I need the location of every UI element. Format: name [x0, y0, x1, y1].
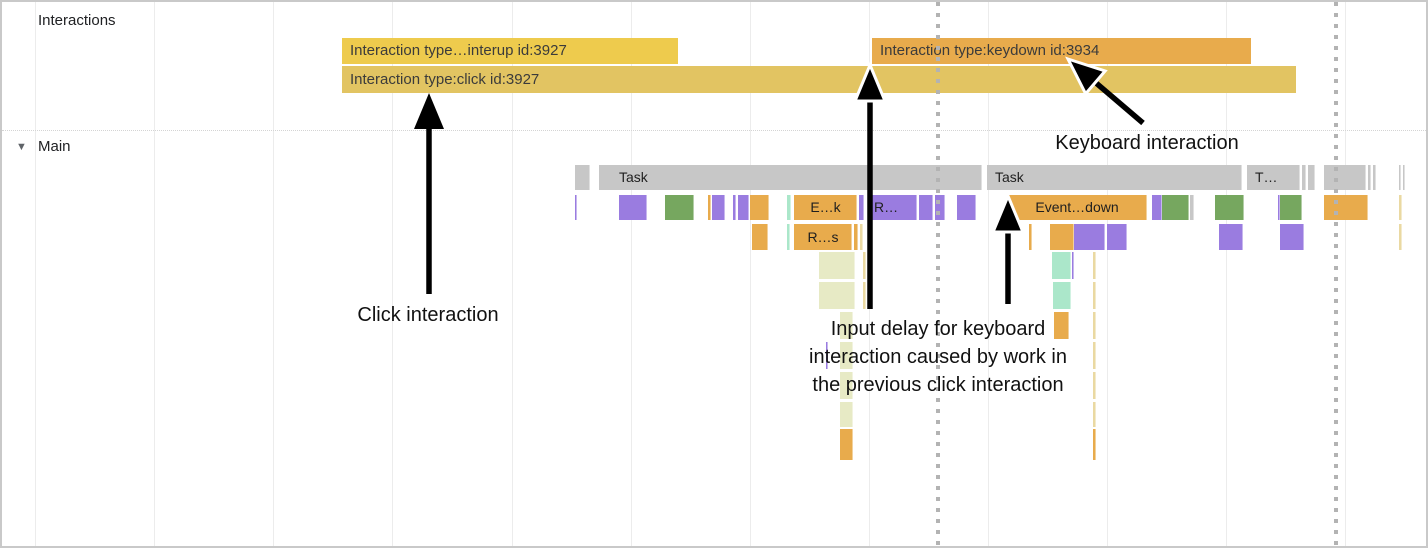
flame-block[interactable]	[935, 195, 945, 220]
flame-block-Rs[interactable]: R…s	[794, 224, 852, 250]
flame-block[interactable]	[840, 342, 853, 369]
flame-block[interactable]	[919, 195, 933, 220]
gridline	[392, 2, 393, 546]
flame-block[interactable]	[1074, 224, 1105, 250]
flame-block[interactable]	[752, 224, 768, 250]
gridline	[35, 2, 36, 546]
flame-block[interactable]	[1093, 342, 1096, 369]
flame-block[interactable]	[860, 224, 863, 250]
flame-block[interactable]	[819, 252, 855, 279]
flame-block-R[interactable]: R…	[868, 195, 917, 220]
flame-block-T[interactable]: T…	[1247, 165, 1300, 190]
interactions-track-label[interactable]: Interactions	[38, 12, 116, 29]
flame-block[interactable]	[750, 195, 769, 220]
flame-block[interactable]	[1152, 195, 1162, 220]
flame-block[interactable]	[1053, 282, 1071, 309]
flame-block[interactable]	[863, 252, 866, 279]
flame-block[interactable]	[1373, 165, 1376, 190]
flame-block[interactable]	[1399, 165, 1401, 190]
flame-block[interactable]	[826, 342, 828, 369]
flame-block[interactable]	[859, 195, 864, 220]
flame-block[interactable]	[787, 224, 790, 250]
gridline	[750, 2, 751, 546]
interaction-bar[interactable]: Interaction type:keydown id:3934	[872, 38, 1251, 64]
gridline	[988, 2, 989, 546]
gridline	[1226, 2, 1227, 546]
flame-block[interactable]	[1054, 312, 1069, 339]
flame-block[interactable]	[1324, 165, 1366, 190]
flame-block[interactable]	[1093, 372, 1096, 399]
flame-block[interactable]	[1093, 282, 1096, 309]
marker-dotted-line	[1334, 2, 1338, 546]
flame-block[interactable]	[1403, 165, 1405, 190]
flame-block[interactable]	[575, 195, 577, 220]
flame-block[interactable]	[733, 195, 736, 220]
flame-block[interactable]	[1052, 252, 1071, 279]
flame-block[interactable]	[1093, 252, 1096, 279]
flame-block-Eventdown[interactable]: Event…down	[1007, 195, 1147, 220]
flame-block-Task[interactable]: Task	[987, 165, 1242, 190]
click-interaction-annotation: Click interaction	[357, 304, 499, 326]
flame-block[interactable]	[708, 195, 711, 220]
gridline	[631, 2, 632, 546]
flame-block[interactable]	[854, 224, 858, 250]
flame-block[interactable]	[819, 282, 855, 309]
interaction-bar[interactable]: Interaction type:click id:3927	[342, 66, 1296, 93]
flame-block[interactable]	[738, 195, 749, 220]
click-arrow-head	[414, 93, 444, 129]
flame-block-Task[interactable]: Task	[599, 165, 982, 190]
interaction-bar[interactable]: Interaction type…interup id:3927	[342, 38, 678, 64]
gridline	[273, 2, 274, 546]
flame-block[interactable]	[1399, 195, 1402, 220]
flame-block[interactable]	[1368, 165, 1371, 190]
flame-block[interactable]	[1093, 312, 1096, 339]
flame-block[interactable]	[1072, 252, 1074, 279]
flame-block[interactable]	[619, 195, 647, 220]
flame-block[interactable]	[840, 429, 853, 460]
flame-block[interactable]	[1302, 165, 1306, 190]
gridline	[154, 2, 155, 546]
flame-block[interactable]	[1093, 429, 1096, 460]
flame-block[interactable]	[1280, 195, 1302, 220]
flame-block[interactable]	[1162, 195, 1189, 220]
input-delay-annotation: Input delay for keyboard interaction cau…	[809, 315, 1067, 399]
flame-block[interactable]	[787, 195, 791, 220]
flame-block[interactable]	[1399, 224, 1402, 250]
flame-block[interactable]	[1324, 195, 1368, 220]
flame-block[interactable]	[1219, 224, 1243, 250]
flame-block[interactable]	[957, 195, 976, 220]
flame-block[interactable]	[1093, 402, 1096, 427]
gridline	[512, 2, 513, 546]
flame-block[interactable]	[1190, 195, 1194, 220]
flame-block[interactable]	[1308, 165, 1315, 190]
flame-block[interactable]	[665, 195, 694, 220]
flame-block[interactable]	[575, 165, 590, 190]
input-delay-line-2: interaction caused by work in	[809, 346, 1067, 368]
flame-block[interactable]	[712, 195, 725, 220]
flame-block[interactable]	[840, 402, 853, 427]
input-delay-line-1: Input delay for keyboard	[830, 318, 1046, 340]
gridline	[1345, 2, 1346, 546]
flame-block-Ek[interactable]: E…k	[794, 195, 857, 220]
flame-block[interactable]	[1278, 195, 1280, 220]
flame-block[interactable]	[1280, 224, 1304, 250]
main-track-label[interactable]: Main	[38, 138, 71, 155]
gridline	[1107, 2, 1108, 546]
flame-block[interactable]	[863, 282, 866, 309]
keyboard-interaction-annotation: Keyboard interaction	[1055, 132, 1239, 154]
marker-dotted-line	[936, 2, 940, 546]
flame-block[interactable]	[840, 372, 853, 399]
input-delay-line-3: the previous click interaction	[812, 374, 1064, 396]
track-separator	[2, 130, 1426, 131]
flame-block[interactable]	[840, 312, 853, 339]
flame-block[interactable]	[1029, 224, 1032, 250]
flame-block[interactable]	[1050, 224, 1074, 250]
collapse-triangle-icon[interactable]: ▼	[16, 141, 27, 153]
flame-block[interactable]	[1215, 195, 1244, 220]
flame-block[interactable]	[1107, 224, 1127, 250]
